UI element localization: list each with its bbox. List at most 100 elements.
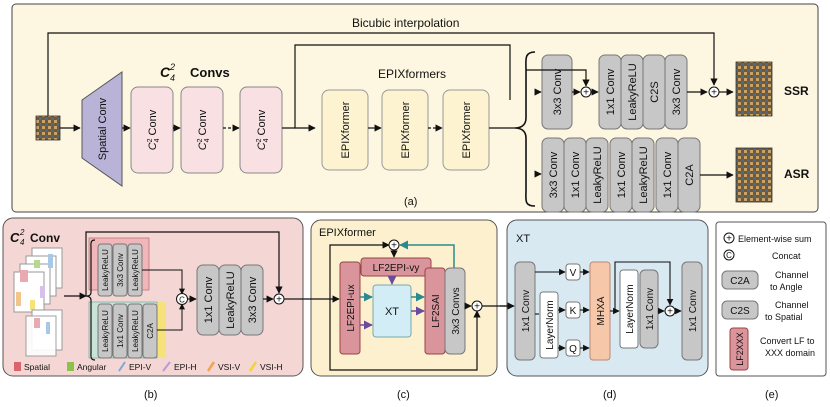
convs-title-c: C [160,64,171,80]
spatial-conv-block [81,71,123,187]
svg-text:C2A: C2A [146,323,155,339]
asr-block-label: LeakyReLU [592,146,604,204]
b-stack: 1x1 Conv LeakyReLU 3x3 Conv [196,264,264,336]
ssr-output-image [735,61,773,117]
asr-block-label: LeakyReLU [638,146,650,204]
asr-block [585,137,609,213]
lf2epi-vy-label: LF2EPI-vy [373,263,420,274]
panel-b-title-sub: 4 [20,238,25,247]
sum-symbol: + [583,88,589,99]
svg-text:C24 Conv: C24 Conv [256,109,270,150]
convs-block [444,267,466,355]
svg-text:EPIXformer: EPIXformer [400,101,412,158]
convs-title-word: Convs [190,65,230,80]
feedback-arrow [399,240,455,268]
legend-label: EPI-V [129,362,152,372]
c2a-legend-symbol: C2A [730,276,750,287]
convs-title-sup: 2 [169,62,175,72]
asr-label: ASR [784,167,810,181]
concat-symbol: C [179,296,185,305]
panel-c-caption: (c) [397,389,410,401]
legend-label: Angular [77,362,106,372]
conv-in-block [514,261,536,361]
lf2xxx-legend-text-1: Convert LF to [760,336,815,346]
lf2xxx-legend-symbol: LF2XXX [735,332,745,366]
panel-d-caption: (d) [603,389,616,401]
c2a-legend-text-1: Channel [775,270,809,280]
asr-block-label: 3x3 Conv [548,151,560,198]
asr-branch: 3x3 Conv 1x1 Conv LeakyReLU 1x1 Conv Lea… [541,137,810,213]
c2a-legend-icon [721,270,759,290]
bottom-group: LeakyReLU 1x1 Conv LeakyReLU C2A [97,303,158,359]
c42-conv-block: C24 Conv [180,86,224,174]
epixformer-block: EPIXformer [381,89,429,171]
spatial-conv-label: Spatial Conv [97,97,109,160]
c2s-legend-icon [721,300,759,320]
svg-text:LeakyReLU: LeakyReLU [101,249,110,291]
legend-label: EPI-H [174,362,197,372]
panel-b-title-sup: 2 [19,228,25,237]
c2s-legend-symbol: C2S [730,306,750,317]
lf-stack [13,247,63,357]
svg-text:LeakyReLU: LeakyReLU [131,249,140,291]
svg-text:LeakyReLU: LeakyReLU [131,310,140,352]
sum-symbol: + [474,302,480,313]
concat-legend-text: Concat [772,251,801,261]
concat-legend-symbol: C [726,251,732,260]
c42-conv-block: C24 Conv [130,86,174,174]
panel-b-title-c: C [10,230,20,245]
skip-arrow [85,231,283,296]
layernorm-label: LayerNorm [545,300,556,349]
mhxa-label: MHXA [596,296,607,325]
v-label: V [570,268,577,279]
sum-symbol: + [667,307,673,318]
branch-brace [514,51,536,207]
panel-c: EPIXformer + LF2EPI-vy LF2EPI-ux XT LF2S… [300,219,512,401]
skip-arrow [614,261,674,311]
asr-block-label: 1x1 Conv [662,151,674,198]
sum-legend-symbol: + [726,234,732,245]
asr-output-image [735,147,773,203]
ssr-label: SSR [784,84,809,98]
convs-label: 3x3 Convs [451,287,462,334]
svg-text:EPIXformer: EPIXformer [340,101,352,158]
svg-text:1x1 Conv: 1x1 Conv [203,276,215,323]
panel-a: Bicubic interpolation Spatial Conv C 2 4… [11,3,819,213]
ssr-block-label: 3x3 Conv [552,68,564,115]
concat-node [176,293,188,305]
layernorm2-block [619,269,639,349]
layernorm2-label: LayerNorm [625,284,636,333]
skip-line [282,44,511,129]
asr-block-label: C2A [684,164,696,186]
panel-b: C 2 4 Conv LeakyReLU 3x3 Co [2,217,304,401]
svg-text:C24 Conv: C24 Conv [147,109,161,150]
sum-legend-icon [723,232,735,244]
legend-label: VSI-H [260,362,283,372]
c2s-legend-text-2: to Spatial [765,312,803,322]
ssr-block-label: 1x1 Conv [605,68,617,115]
b-legend: Spatial Angular EPI-V EPI-H VSI-V VSI-H [14,361,283,372]
svg-text:LeakyReLU: LeakyReLU [101,310,110,352]
panel-e-caption: (e) [765,389,778,401]
c2s-legend-text-1: Channel [775,300,809,310]
asr-block [631,137,655,213]
panel-b-title-word: Conv [30,231,60,245]
svg-text:EPIXformer: EPIXformer [461,101,473,158]
q-label: Q [569,344,577,355]
asr-block-label: 1x1 Conv [570,151,582,198]
lf2epi-ux-block [339,261,361,355]
concat-legend-icon [723,249,735,261]
panel-b-background [2,217,304,377]
lf2sai-label: LF2SAI [431,294,442,327]
lf2epi-ux-label: LF2EPI-ux [346,284,357,331]
c42-conv-block: C24 Conv [239,86,283,174]
conv-mid-block [639,269,659,349]
c2a-legend-text-2: to Angle [770,282,803,292]
sum-legend-text: Element-wise sum [738,234,812,244]
panel-d-title: XT [516,233,530,245]
arrow [142,269,185,295]
legend-label: Spatial [24,362,50,372]
bicubic-arrow [47,32,718,116]
epixformer-block: EPIXformer [442,89,490,171]
k-label: K [570,306,577,317]
